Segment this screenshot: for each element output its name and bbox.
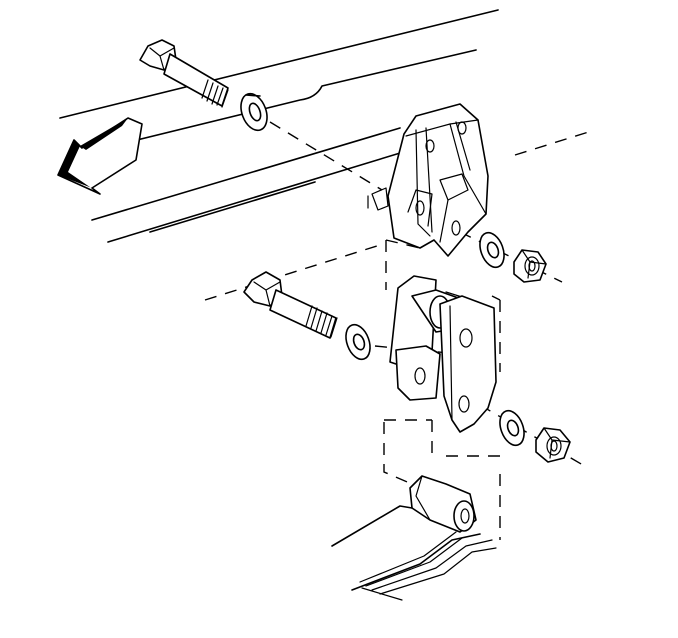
lower-nut-washer — [499, 409, 525, 447]
shackle-hanger-bracket — [367, 103, 489, 257]
leaf-spring — [331, 505, 497, 601]
lower-washer — [345, 323, 371, 361]
upper-nut-washer — [479, 231, 505, 269]
spring-shackle — [385, 239, 501, 433]
spring-eye-outline — [383, 420, 501, 540]
upper-washer — [240, 92, 268, 132]
upper-bolt — [139, 39, 229, 108]
upper-nut — [513, 249, 547, 283]
leaf-spring-eye — [409, 475, 477, 533]
lower-nut — [535, 427, 571, 463]
frame-rail — [59, 9, 499, 243]
front-direction-arrow-icon — [57, 117, 143, 195]
lower-bolt — [243, 271, 338, 339]
